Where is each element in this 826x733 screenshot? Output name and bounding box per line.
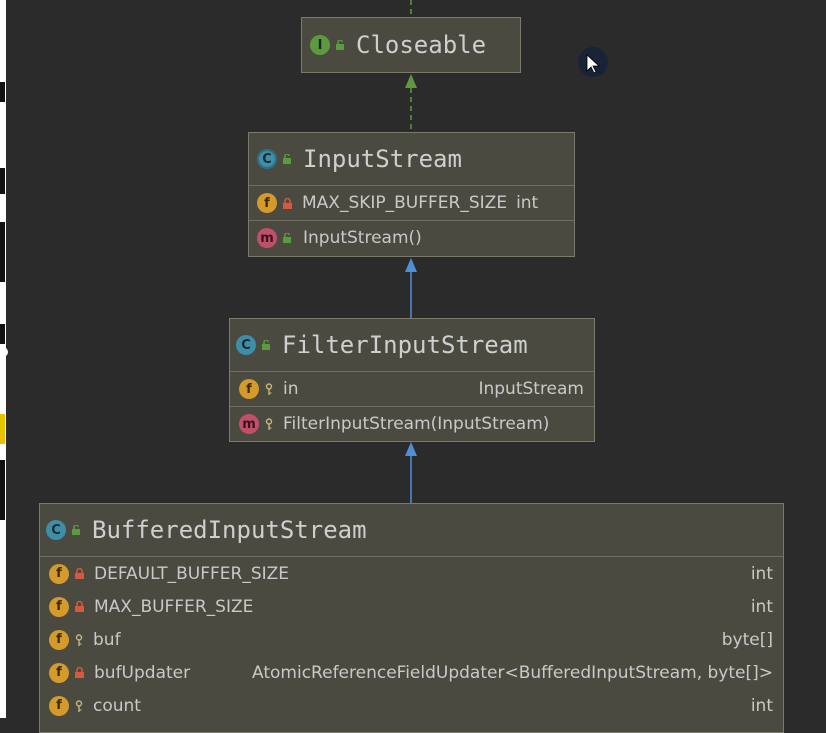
window-edge-mark xyxy=(0,168,5,194)
field-icon: f xyxy=(239,379,259,399)
divider xyxy=(249,220,574,221)
node-closeable[interactable]: I Closeable xyxy=(301,17,521,73)
window-edge-mark xyxy=(0,222,5,282)
field-name: in xyxy=(283,379,299,399)
node-title: FilterInputStream xyxy=(282,331,528,359)
field-type: int xyxy=(750,695,773,716)
field-row[interactable]: f count int xyxy=(40,689,783,722)
field-icon: f xyxy=(49,629,69,650)
public-icon xyxy=(336,40,344,50)
method-row[interactable]: m InputStream() xyxy=(249,221,574,255)
edge-extends-filterinputstream xyxy=(405,442,417,503)
class-icon: C xyxy=(46,520,66,540)
node-title: InputStream xyxy=(303,145,462,173)
divider xyxy=(230,371,594,372)
field-icon: f xyxy=(49,563,69,584)
field-name: bufUpdater xyxy=(94,662,191,683)
public-icon xyxy=(262,340,270,350)
method-row[interactable]: m FilterInputStream(InputStream) xyxy=(230,407,594,441)
arrowhead xyxy=(405,74,417,88)
field-type: int xyxy=(750,596,773,617)
method-icon: m xyxy=(239,414,259,434)
method-icon: m xyxy=(257,228,277,248)
field-type: int xyxy=(750,563,773,584)
class-icon: C xyxy=(236,335,256,355)
field-row[interactable]: f MAX_BUFFER_SIZE int xyxy=(40,590,783,623)
node-bufferedinputstream[interactable]: C BufferedInputStream f DEFAULT_BUFFER_S… xyxy=(39,503,784,733)
field-row[interactable]: f MAX_SKIP_BUFFER_SIZE int xyxy=(249,186,574,220)
field-type: int xyxy=(516,193,539,213)
diagram-edges xyxy=(405,0,417,503)
node-title: Closeable xyxy=(356,31,487,59)
protected-icon xyxy=(265,383,273,395)
field-type: AtomicReferenceFieldUpdater<BufferedInpu… xyxy=(252,662,773,683)
field-row[interactable]: f bufUpdater AtomicReferenceFieldUpdater… xyxy=(40,656,783,689)
window-edge-mark xyxy=(0,414,5,444)
arrowhead xyxy=(405,442,417,456)
resize-handle[interactable] xyxy=(0,347,8,357)
field-icon: f xyxy=(49,596,69,617)
window-edge-mark xyxy=(0,82,5,102)
divider xyxy=(249,185,574,186)
field-name: buf xyxy=(93,629,121,650)
node-inputstream[interactable]: C InputStream f MAX_SKIP_BUFFER_SIZE int… xyxy=(248,132,575,257)
node-title: BufferedInputStream xyxy=(92,516,367,544)
public-icon xyxy=(283,233,291,243)
field-icon: f xyxy=(49,662,69,683)
node-header: I Closeable xyxy=(302,18,520,72)
divider xyxy=(40,556,783,557)
protected-icon xyxy=(265,418,273,430)
arrowhead xyxy=(405,258,417,272)
field-row[interactable]: f buf byte[] xyxy=(40,623,783,656)
field-name: MAX_SKIP_BUFFER_SIZE xyxy=(302,193,508,213)
public-icon xyxy=(283,154,291,164)
private-icon xyxy=(75,667,84,678)
protected-icon xyxy=(75,633,83,646)
protected-icon xyxy=(75,699,83,712)
field-name: count xyxy=(93,695,141,716)
edge-extends-inputstream xyxy=(405,258,417,318)
field-row[interactable]: f in InputStream xyxy=(230,372,594,406)
node-header: C BufferedInputStream xyxy=(40,504,783,556)
field-icon: f xyxy=(257,193,277,213)
abstract-class-icon: C xyxy=(257,149,277,169)
node-header: C FilterInputStream xyxy=(230,319,594,371)
mouse-cursor xyxy=(578,47,608,77)
edge-implements-closeable xyxy=(405,0,417,132)
field-type: byte[] xyxy=(721,629,773,650)
field-type: InputStream xyxy=(478,379,584,399)
field-icon: f xyxy=(49,695,69,716)
public-icon xyxy=(72,525,80,535)
private-icon xyxy=(283,197,292,209)
node-header: C InputStream xyxy=(249,133,574,185)
window-edge-mark xyxy=(0,460,5,520)
private-icon xyxy=(75,601,84,612)
private-icon xyxy=(75,568,84,579)
divider xyxy=(230,406,594,407)
move-cursor-icon xyxy=(586,54,601,74)
window-edge xyxy=(0,0,6,718)
method-name: InputStream() xyxy=(303,228,422,248)
node-filterinputstream[interactable]: C FilterInputStream f in InputStream m F… xyxy=(229,318,595,442)
field-name: MAX_BUFFER_SIZE xyxy=(94,596,254,617)
method-name: FilterInputStream(InputStream) xyxy=(283,414,550,434)
window-edge-mark xyxy=(0,324,5,344)
field-row[interactable]: f DEFAULT_BUFFER_SIZE int xyxy=(40,557,783,590)
field-name: DEFAULT_BUFFER_SIZE xyxy=(94,563,290,584)
interface-icon: I xyxy=(310,35,330,55)
